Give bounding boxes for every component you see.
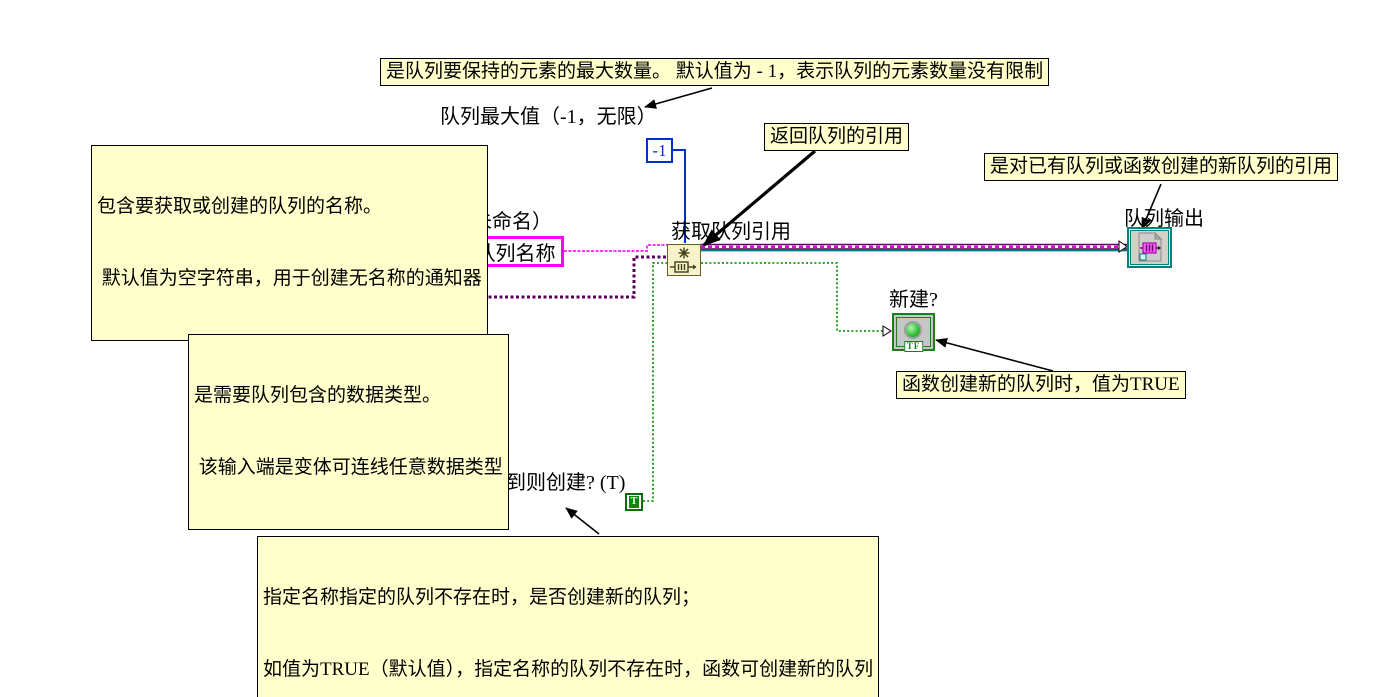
new-terminal-tf-label: TF (903, 341, 924, 352)
arrow-max-size-tooltip (644, 87, 713, 109)
wire-create-if-not-found[interactable] (643, 262, 667, 502)
new-pin (882, 325, 892, 337)
queue-refnum-icon (1138, 231, 1163, 262)
tooltip-name: 包含要获取或创建的队列的名称。 默认值为空字符串，用于创建无名称的通知器 (91, 145, 488, 341)
tooltip-create-line2: 如值为TRUE（默认值），指定名称的队列不存在时，函数可创建新的队列 (263, 659, 874, 680)
tooltip-name-line2: 默认值为空字符串，用于创建无名称的通知器 (97, 268, 482, 289)
queue-out-terminal-frame (1130, 230, 1169, 265)
wire-max-size[interactable] (673, 149, 686, 243)
tooltip-new-true: 函数创建新的队列时，值为TRUE (896, 371, 1186, 399)
tooltip-element-type: 是需要队列包含的数据类型。 该输入端是变体可连线任意数据类型 (188, 334, 509, 530)
led-icon (906, 323, 920, 337)
wire-queue-refnum[interactable] (701, 243, 1127, 252)
wire-queue-name[interactable] (564, 244, 667, 252)
wire-new-output[interactable] (701, 262, 884, 332)
obtain-queue-icon (670, 247, 697, 273)
tooltip-element-type-line2: 该输入端是变体可连线任意数据类型 (194, 457, 503, 478)
tooltip-element-type-line1: 是需要队列包含的数据类型。 (194, 385, 442, 406)
tooltip-queue-out: 是对已有队列或函数创建的新队列的引用 (984, 153, 1339, 181)
tooltip-create: 指定名称指定的队列不存在时，是否创建新的队列； 如值为TRUE（默认值），指定名… (257, 536, 880, 697)
new-terminal[interactable]: TF (892, 313, 935, 352)
true-constant[interactable]: T (625, 493, 643, 511)
queue-out-pin (1118, 240, 1128, 253)
label-new: 新建? (889, 289, 938, 311)
tooltip-max-size: 是队列要保持的元素的最大数量。 默认值为 - 1，表示队列的元素数量没有限制 (380, 58, 1050, 86)
tooltip-return-ref: 返回队列的引用 (764, 123, 910, 151)
arrow-create-tooltip (565, 507, 600, 535)
max-size-constant[interactable]: -1 (646, 138, 673, 163)
wire-element-type[interactable] (428, 255, 667, 299)
queue-out-terminal[interactable] (1127, 227, 1172, 268)
label-max-size: 队列最大值（-1，无限） (440, 106, 657, 128)
tooltip-name-line1: 包含要获取或创建的队列的名称。 (97, 196, 383, 217)
arrow-return-ref-tooltip (702, 149, 817, 247)
arrow-queue-out-tooltip (1141, 183, 1162, 230)
true-constant-value: T (629, 496, 639, 508)
label-node: 获取队列引用 (671, 221, 791, 243)
arrow-new-true-tooltip (935, 337, 1054, 372)
tooltip-create-line1: 指定名称指定的队列不存在时，是否创建新的队列； (263, 587, 701, 608)
obtain-queue-node[interactable] (667, 244, 701, 276)
